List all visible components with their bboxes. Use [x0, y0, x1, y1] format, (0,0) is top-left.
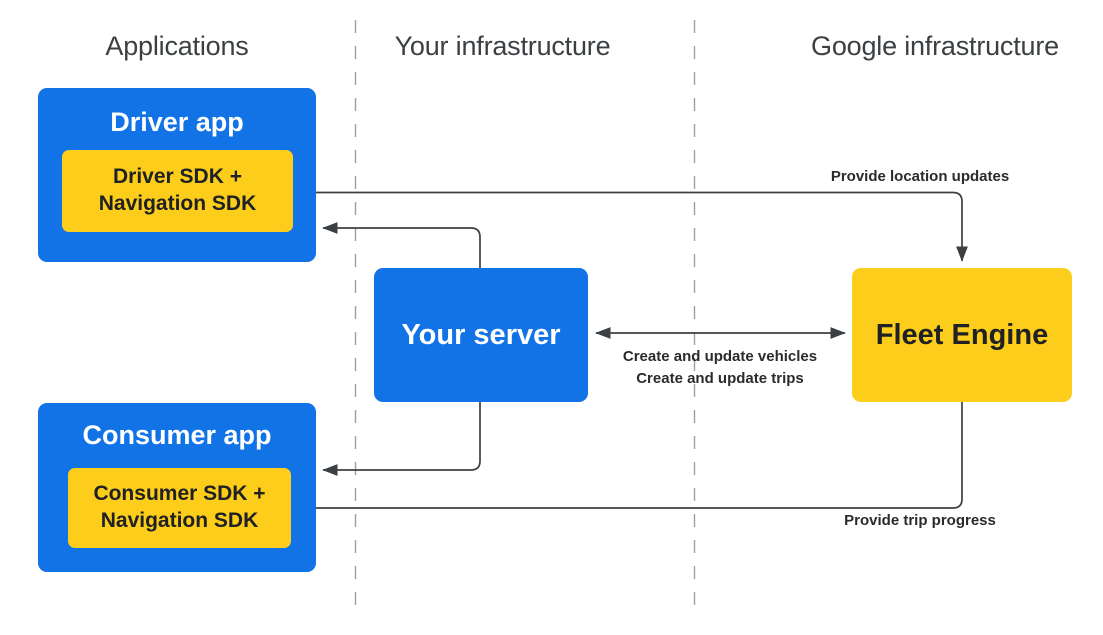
driver-sdk-label-line2: Navigation SDK — [98, 192, 257, 215]
consumer-sdk-box[interactable]: Consumer SDK + Navigation SDK — [68, 468, 291, 548]
fleet-engine-title: Fleet Engine — [875, 318, 1049, 351]
edge-label-server-fleet-engine: Create and update vehicles Create and up… — [595, 346, 845, 390]
consumer-sdk-label-line2: Navigation SDK — [100, 509, 259, 532]
driver-sdk-label-line1: Driver SDK + — [113, 165, 242, 189]
column-header-your-infrastructure: Your infrastructure — [394, 31, 611, 61]
consumer-sdk-label: Consumer SDK + Navigation SDK — [93, 481, 265, 535]
edge-server-to-consumer-app — [322, 402, 481, 476]
edge-server-to-driver-app — [322, 222, 481, 268]
node-consumer-app[interactable]: Consumer app Consumer SDK + Navigation S… — [38, 403, 316, 572]
column-header-applications: Applications — [105, 31, 249, 61]
node-driver-app[interactable]: Driver app Driver SDK + Navigation SDK — [38, 88, 316, 262]
edge-label-location-updates: Provide location updates — [830, 168, 1010, 185]
column-header-google-infrastructure: Google infrastructure — [811, 31, 1059, 61]
driver-sdk-label: Driver SDK + Navigation SDK — [99, 164, 257, 218]
edge-label-create-update-trips: Create and update trips — [636, 369, 804, 387]
edge-location-updates — [293, 191, 968, 262]
driver-app-title: Driver app — [110, 107, 244, 137]
your-server-title: Your server — [401, 318, 561, 351]
driver-sdk-box[interactable]: Driver SDK + Navigation SDK — [62, 150, 293, 232]
edge-trip-progress — [297, 402, 963, 514]
node-your-server[interactable]: Your server — [374, 268, 588, 402]
node-fleet-engine[interactable]: Fleet Engine — [852, 268, 1072, 402]
consumer-sdk-label-line1: Consumer SDK + — [93, 482, 266, 506]
edge-label-create-update-vehicles: Create and update vehicles — [622, 348, 818, 365]
consumer-app-title: Consumer app — [82, 420, 272, 450]
edge-label-trip-progress: Provide trip progress — [844, 512, 996, 529]
